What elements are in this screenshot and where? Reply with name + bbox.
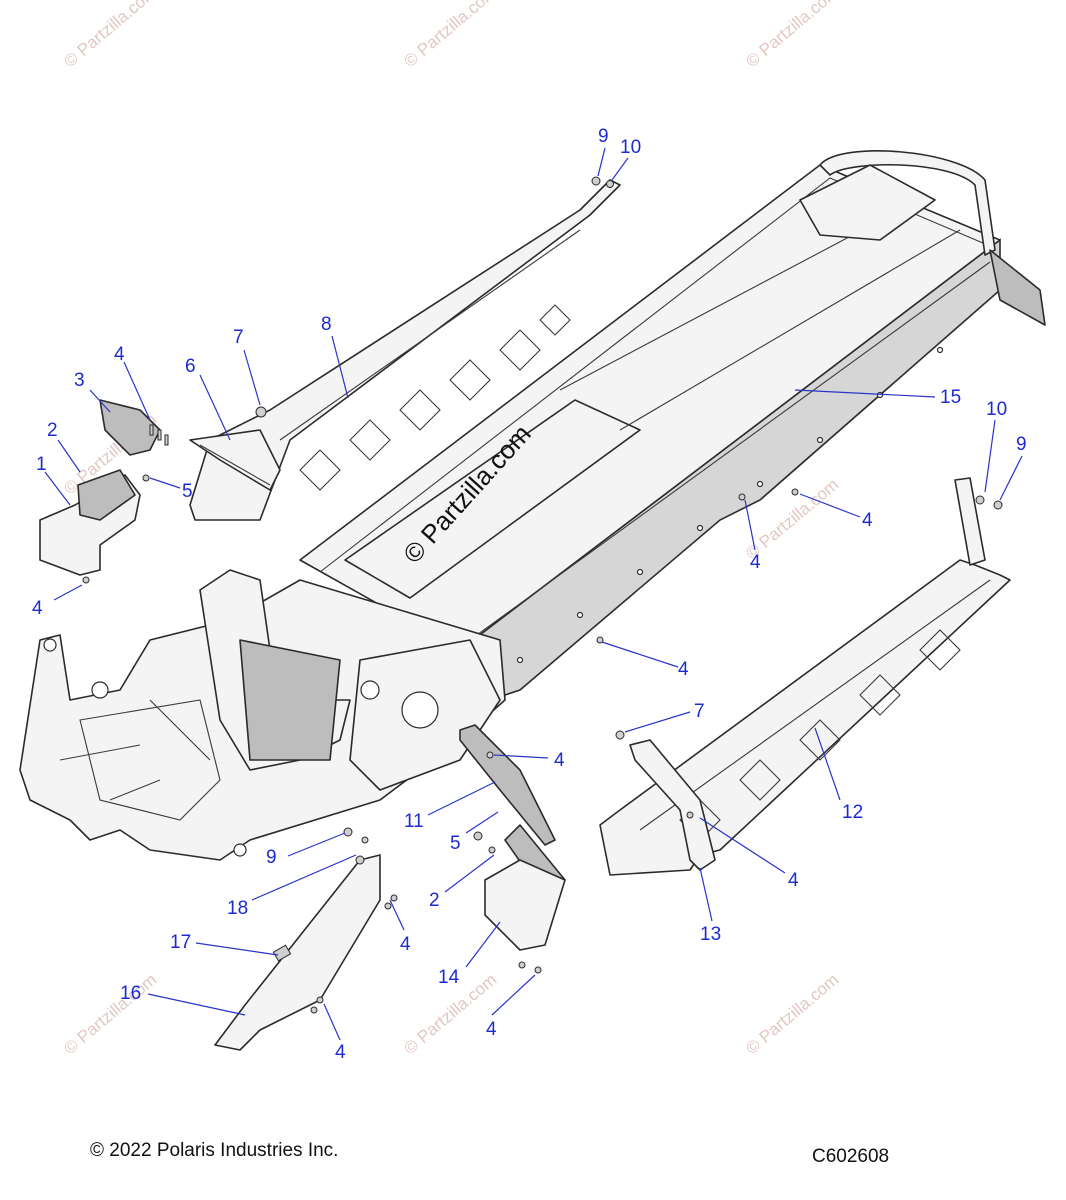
tunnel-assembly (299, 150, 1046, 701)
toe-guard (214, 854, 381, 1051)
callout-5: 5 (450, 833, 461, 854)
traction-grip-plate (77, 469, 136, 521)
callout-4: 4 (788, 870, 799, 891)
tunnel-rivets (516, 346, 944, 664)
snow-flap (989, 249, 1046, 326)
callout-9: 9 (598, 126, 609, 147)
running-board-rh (599, 477, 1011, 876)
callout-4: 4 (862, 510, 873, 531)
front-bulkhead (19, 569, 506, 861)
callout-9: 9 (1016, 434, 1027, 455)
nut (343, 827, 353, 837)
push-clip (255, 406, 267, 418)
clip (272, 944, 292, 962)
copyright-text: © 2022 Polaris Industries Inc. (90, 1140, 339, 1161)
callout-10: 10 (986, 399, 1007, 420)
diagram-code: C602608 (812, 1146, 890, 1167)
tunnel-rail (319, 177, 991, 573)
callout-4: 4 (400, 934, 411, 955)
watermark: © Partzilla.com (400, 0, 500, 71)
callout-18: 18 (227, 898, 248, 919)
callout-4: 4 (114, 344, 125, 365)
callout-4: 4 (486, 1019, 497, 1040)
callout-13: 13 (700, 924, 721, 945)
callout-9: 9 (266, 847, 277, 868)
callout-15: 15 (940, 387, 961, 408)
front-brace (189, 429, 281, 491)
tunnel-lower-rail (469, 261, 991, 641)
callout-labels: 1 2 3 4 5 6 7 8 9 10 15 10 9 4 4 4 4 7 4… (32, 126, 1027, 1063)
callout-1: 1 (36, 454, 47, 475)
running-board-lh (189, 179, 621, 521)
rear-support-bar (954, 477, 986, 566)
watermark: © Partzilla.com (60, 970, 160, 1058)
callout-2: 2 (47, 420, 58, 441)
callout-2: 2 (429, 890, 440, 911)
callout-10: 10 (620, 137, 641, 158)
callout-3: 3 (74, 370, 85, 391)
rear-box (799, 164, 936, 241)
watermark: © Partzilla.com (742, 970, 842, 1058)
front-plate-assembly (39, 399, 169, 584)
callout-7: 7 (694, 701, 705, 722)
lower-panels (214, 724, 566, 1051)
side-guard (459, 724, 556, 846)
watermark: © Partzilla.com (60, 0, 160, 71)
callout-4: 4 (554, 750, 565, 771)
callout-14: 14 (438, 967, 460, 988)
callout-8: 8 (321, 314, 332, 335)
callout-5: 5 (182, 481, 193, 502)
bracket-plate (99, 399, 161, 456)
callout-12: 12 (842, 802, 863, 823)
callout-17: 17 (170, 932, 191, 953)
bulkhead-opening (239, 639, 341, 761)
callout-7: 7 (233, 327, 244, 348)
fasteners (255, 176, 1003, 1014)
callout-4: 4 (335, 1042, 346, 1063)
callout-4: 4 (678, 659, 689, 680)
lower-plate (484, 859, 566, 951)
callout-4: 4 (32, 598, 43, 619)
callout-11: 11 (404, 811, 424, 832)
tunnel-center-panel (344, 399, 641, 599)
callout-16: 16 (120, 983, 141, 1004)
callout-4: 4 (750, 552, 761, 573)
leader-lines (44, 147, 1023, 1041)
callout-6: 6 (185, 356, 196, 377)
watermark: © Partzilla.com (742, 0, 842, 71)
